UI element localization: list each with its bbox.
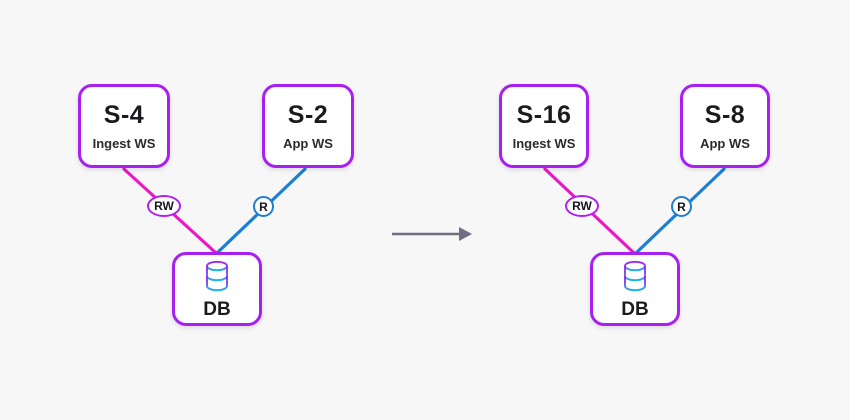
node-subtitle: App WS bbox=[700, 135, 750, 151]
node-app-ws-after[interactable]: S-8 App WS bbox=[680, 84, 770, 168]
edge-badge-label: R bbox=[677, 199, 686, 214]
edge-badge-label: RW bbox=[572, 199, 592, 213]
edge-badge-rw-after[interactable]: RW bbox=[565, 195, 599, 217]
edge-badge-r-before[interactable]: R bbox=[253, 196, 274, 217]
node-title: S-8 bbox=[704, 100, 746, 129]
node-ingest-ws-before[interactable]: S-4 Ingest WS bbox=[78, 84, 170, 168]
node-title: S-16 bbox=[516, 100, 572, 129]
node-db-before[interactable]: DB bbox=[172, 252, 262, 326]
node-title: S-2 bbox=[287, 100, 329, 129]
database-cylinder-icon bbox=[624, 260, 646, 291]
node-db-after[interactable]: DB bbox=[590, 252, 680, 326]
arrow-right-icon bbox=[392, 227, 472, 241]
node-ingest-ws-after[interactable]: S-16 Ingest WS bbox=[499, 84, 589, 168]
node-subtitle: App WS bbox=[283, 135, 333, 151]
edge-badge-label: R bbox=[259, 199, 268, 214]
database-cylinder-icon bbox=[206, 260, 228, 291]
edge-badge-rw-before[interactable]: RW bbox=[147, 195, 181, 217]
edge-badge-r-after[interactable]: R bbox=[671, 196, 692, 217]
edge-badge-label: RW bbox=[154, 199, 174, 213]
node-title: S-4 bbox=[103, 100, 145, 129]
db-label: DB bbox=[621, 298, 649, 320]
node-app-ws-before[interactable]: S-2 App WS bbox=[262, 84, 354, 168]
node-subtitle: Ingest WS bbox=[92, 135, 156, 151]
node-subtitle: Ingest WS bbox=[512, 135, 576, 151]
db-label: DB bbox=[203, 298, 231, 320]
